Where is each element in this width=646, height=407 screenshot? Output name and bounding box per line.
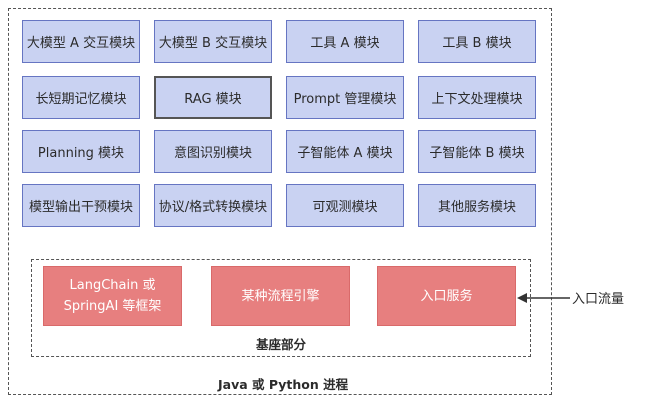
base-item-entry-service-label: 入口服务 — [420, 288, 473, 304]
base-item-framework: LangChain 或 SpringAI 等框架 — [43, 266, 182, 326]
module-context-processing: 上下文处理模块 — [418, 76, 536, 119]
base-item-framework-line2: SpringAI 等框架 — [63, 299, 162, 314]
entry-traffic-arrow — [517, 293, 570, 303]
module-subagent-b: 子智能体 B 模块 — [418, 130, 536, 173]
module-planning: Planning 模块 — [22, 130, 140, 173]
process-boundary — [8, 8, 552, 395]
module-rag: RAG 模块 — [154, 76, 272, 119]
module-protocol-conversion: 协议/格式转换模块 — [154, 184, 272, 227]
module-tool-a: 工具 A 模块 — [286, 20, 404, 63]
base-section-title: 基座部分 — [256, 337, 307, 352]
module-prompt-management: Prompt 管理模块 — [286, 76, 404, 119]
base-item-workflow-engine-label: 某种流程引擎 — [241, 288, 320, 304]
module-model-b-interaction: 大模型 B 交互模块 — [154, 20, 272, 63]
module-observability: 可观测模块 — [286, 184, 404, 227]
base-item-framework-line1: LangChain 或 — [69, 278, 156, 293]
module-model-a-interaction: 大模型 A 交互模块 — [22, 20, 140, 63]
module-subagent-a: 子智能体 A 模块 — [286, 130, 404, 173]
entry-traffic-label: 入口流量 — [572, 292, 625, 307]
base-item-workflow-engine: 某种流程引擎 — [211, 266, 350, 326]
module-intent-recognition: 意图识别模块 — [154, 130, 272, 173]
module-output-intervention: 模型输出干预模块 — [22, 184, 140, 227]
process-label: Java 或 Python 进程 — [218, 377, 349, 392]
base-section — [31, 259, 531, 357]
module-tool-b: 工具 B 模块 — [418, 20, 536, 63]
module-memory: 长短期记忆模块 — [22, 76, 140, 119]
module-other-services: 其他服务模块 — [418, 184, 536, 227]
base-item-entry-service: 入口服务 — [377, 266, 516, 326]
